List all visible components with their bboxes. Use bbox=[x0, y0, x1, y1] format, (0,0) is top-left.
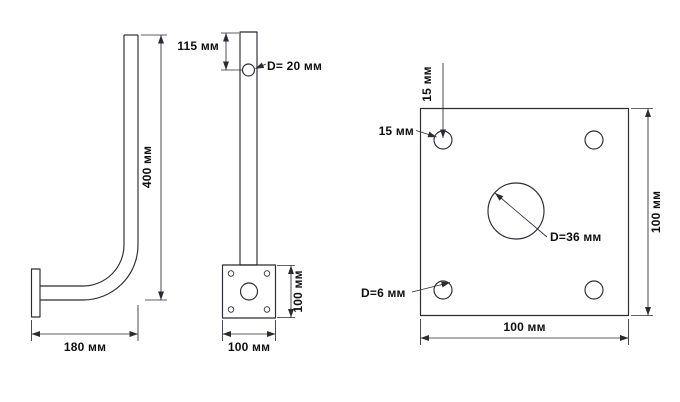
leader-line bbox=[255, 62, 267, 69]
hole-top-offset-label: 15 мм bbox=[420, 66, 434, 101]
hole-left-offset-label: 15 мм bbox=[379, 124, 414, 138]
plate-height-front-label: 100 мм bbox=[291, 270, 305, 312]
corner-hole bbox=[584, 280, 604, 300]
dimension-plate-height-front: 100 мм bbox=[277, 265, 305, 318]
callout-center-hole-diameter: D=36 мм bbox=[494, 192, 602, 244]
corner-hole bbox=[263, 270, 271, 277]
dimension-hole-offset: 115 мм bbox=[177, 32, 242, 71]
dimension-plate-width: 100 мм bbox=[420, 319, 629, 345]
bracket-outer-edge bbox=[40, 35, 139, 301]
pole-mounting-hole bbox=[241, 63, 256, 77]
plate-height-label: 100 мм bbox=[649, 191, 663, 233]
front-view: 115 мм D= 20 мм 100 мм 100 мм bbox=[177, 31, 322, 354]
corner-hole bbox=[584, 130, 604, 150]
plate-top-view: 15 мм 15 мм D=36 мм D=6 мм 100 мм 100 мм bbox=[361, 63, 663, 345]
corner-hole bbox=[433, 280, 453, 300]
leader-line bbox=[494, 192, 548, 238]
corner-hole bbox=[227, 306, 235, 313]
plate-width-label: 100 мм bbox=[503, 320, 545, 334]
bracket-depth-label: 180 мм bbox=[64, 340, 106, 354]
wall-flange bbox=[30, 268, 41, 318]
corner-hole bbox=[263, 306, 271, 313]
leader-line bbox=[411, 281, 451, 293]
dimension-plate-height: 100 мм bbox=[631, 108, 663, 316]
plate-outline bbox=[419, 107, 630, 317]
bracket-height-label: 400 мм bbox=[140, 146, 154, 188]
dimension-bracket-depth: 180 мм bbox=[31, 305, 139, 354]
dimension-hole-left-offset: 15 мм bbox=[379, 124, 437, 138]
bracket-inner-edge bbox=[40, 35, 125, 287]
callout-corner-hole-diameter: D=6 мм bbox=[361, 281, 451, 300]
plate-width-front-label: 100 мм bbox=[228, 340, 270, 354]
center-hole-diameter-label: D=36 мм bbox=[550, 230, 602, 244]
callout-pole-hole-diameter: D= 20 мм bbox=[255, 59, 322, 73]
base-plate-front-outline bbox=[221, 264, 277, 319]
corner-hole bbox=[227, 270, 235, 277]
corner-hole-diameter-label: D=6 мм bbox=[361, 286, 406, 300]
dimension-bracket-height: 400 мм bbox=[140, 34, 167, 301]
plate-center-hole-front bbox=[239, 282, 259, 301]
leader-line bbox=[415, 130, 437, 138]
pole-front-outline bbox=[239, 31, 258, 266]
side-view: 400 мм 180 мм bbox=[30, 34, 167, 354]
dimension-plate-width-front: 100 мм bbox=[222, 320, 276, 354]
pole-hole-diameter-label: D= 20 мм bbox=[267, 59, 322, 73]
dimension-hole-top-offset: 15 мм bbox=[420, 63, 446, 138]
hole-offset-label: 115 мм bbox=[177, 39, 219, 53]
plate-center-hole bbox=[487, 182, 545, 240]
